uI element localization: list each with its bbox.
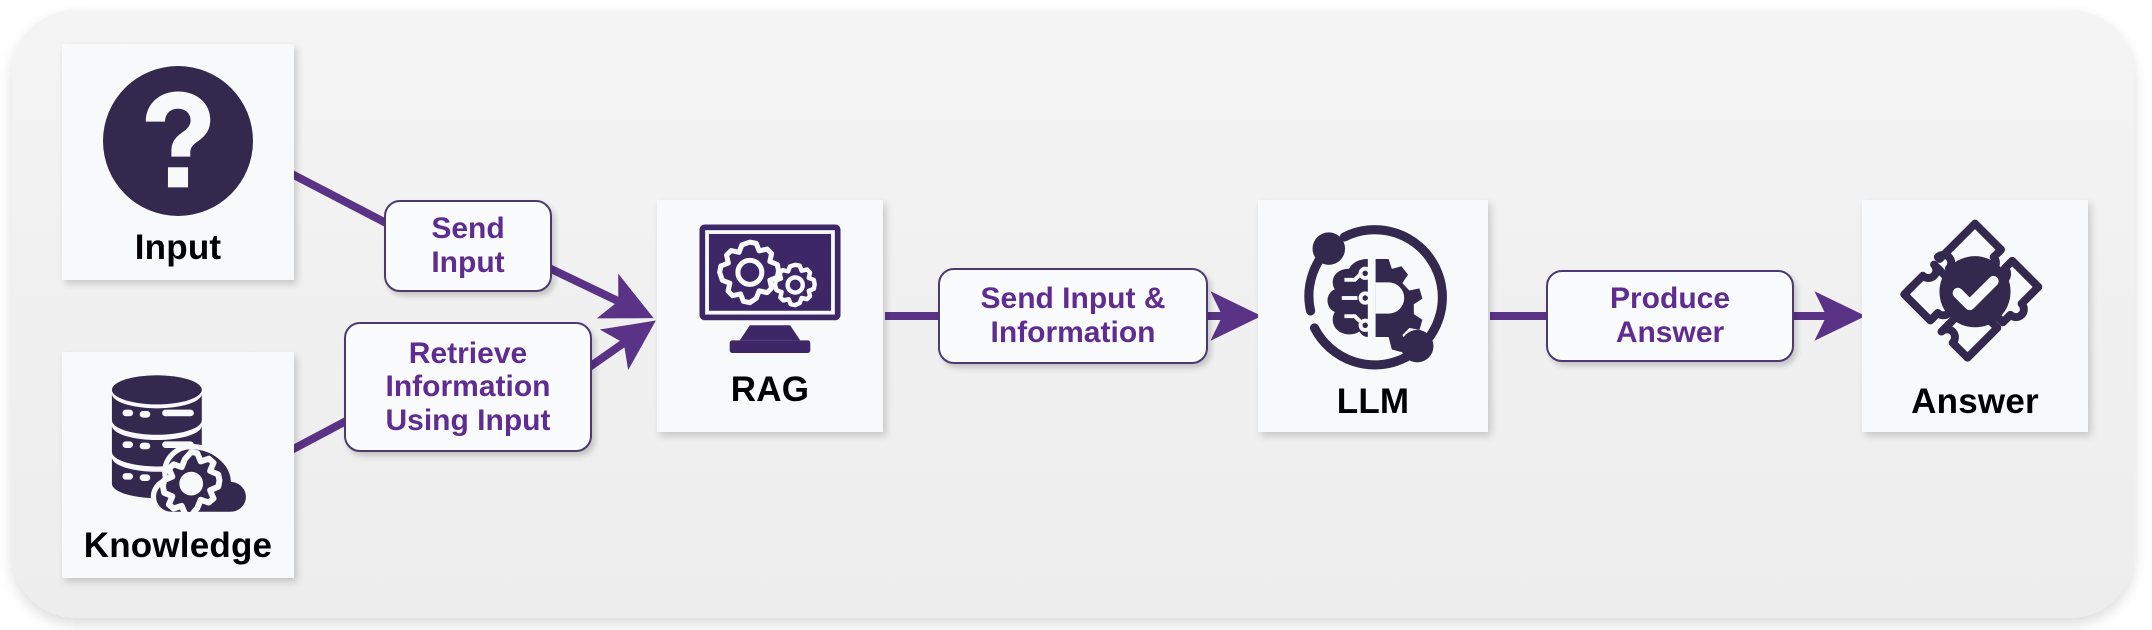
node-llm[interactable]: LLM [1258, 200, 1488, 432]
node-answer-label: Answer [1911, 382, 2039, 421]
node-knowledge[interactable]: Knowledge [62, 352, 294, 578]
edge-label-produce-answer[interactable]: Produce Answer [1546, 270, 1794, 362]
puzzle-check-icon [1895, 218, 2055, 376]
node-knowledge-label: Knowledge [83, 526, 273, 565]
monitor-gears-icon [694, 222, 846, 358]
node-input-label: Input [134, 228, 222, 267]
question-mark-circle-icon [103, 66, 253, 216]
node-input[interactable]: Input [62, 44, 294, 280]
node-llm-label: LLM [1336, 382, 1410, 421]
edge-label-retrieve-information-using-input[interactable]: Retrieve Information Using Input [344, 322, 592, 452]
connector-chip-to-rag-lower [585, 320, 656, 372]
node-rag-label: RAG [730, 370, 810, 409]
node-answer[interactable]: Answer [1862, 200, 2088, 432]
brain-gear-orbit-icon [1295, 220, 1451, 376]
edge-label-send-input[interactable]: Send Input [384, 200, 552, 292]
edge-label-send-input-and-information[interactable]: Send Input & Information [938, 268, 1208, 364]
database-cloud-gear-icon [98, 370, 258, 518]
connector-chip-to-rag-upper [547, 264, 654, 319]
node-rag[interactable]: RAG [657, 200, 883, 432]
connector-input-to-chip [286, 168, 390, 228]
